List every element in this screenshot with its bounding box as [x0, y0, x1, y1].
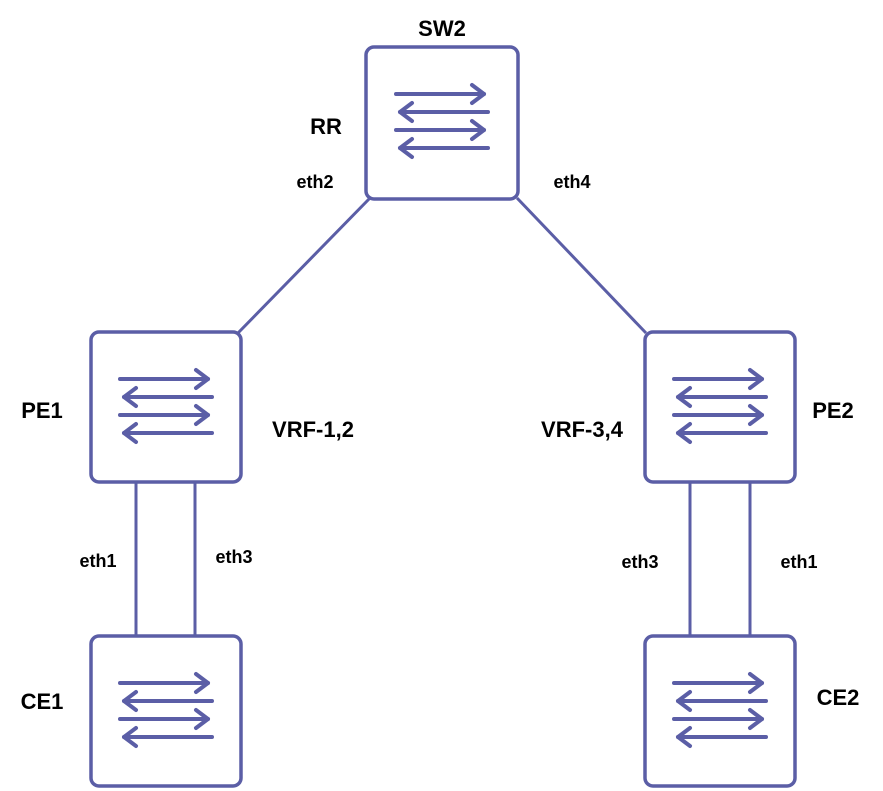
device-pe1[interactable]	[89, 330, 243, 484]
pe1-vrf-label: VRF-1,2	[272, 417, 354, 442]
interface-label-pe2-eth1: eth1	[780, 552, 817, 572]
interface-label-pe2-eth3: eth3	[621, 552, 658, 572]
links	[134, 196, 752, 636]
interface-label-pe1-eth3: eth3	[215, 547, 252, 567]
device-ce1[interactable]	[89, 634, 243, 788]
link-sw2-pe1	[236, 196, 372, 335]
pe1-name-label: PE1	[21, 398, 63, 423]
interface-label-pe1-eth1: eth1	[79, 551, 116, 571]
sw2-role-label: RR	[310, 114, 342, 139]
interface-label-sw2-eth4: eth4	[553, 172, 590, 192]
device-pe2[interactable]	[643, 330, 797, 484]
device-sw2[interactable]	[364, 45, 520, 201]
ce2-name-label: CE2	[817, 685, 860, 710]
sw2-name-label: SW2	[418, 16, 466, 41]
link-sw2-pe2	[515, 196, 648, 335]
device-ce2[interactable]	[643, 634, 797, 788]
ce1-name-label: CE1	[21, 689, 64, 714]
pe2-name-label: PE2	[812, 398, 854, 423]
pe2-vrf-label: VRF-3,4	[541, 417, 624, 442]
interface-label-sw2-eth2: eth2	[296, 172, 333, 192]
